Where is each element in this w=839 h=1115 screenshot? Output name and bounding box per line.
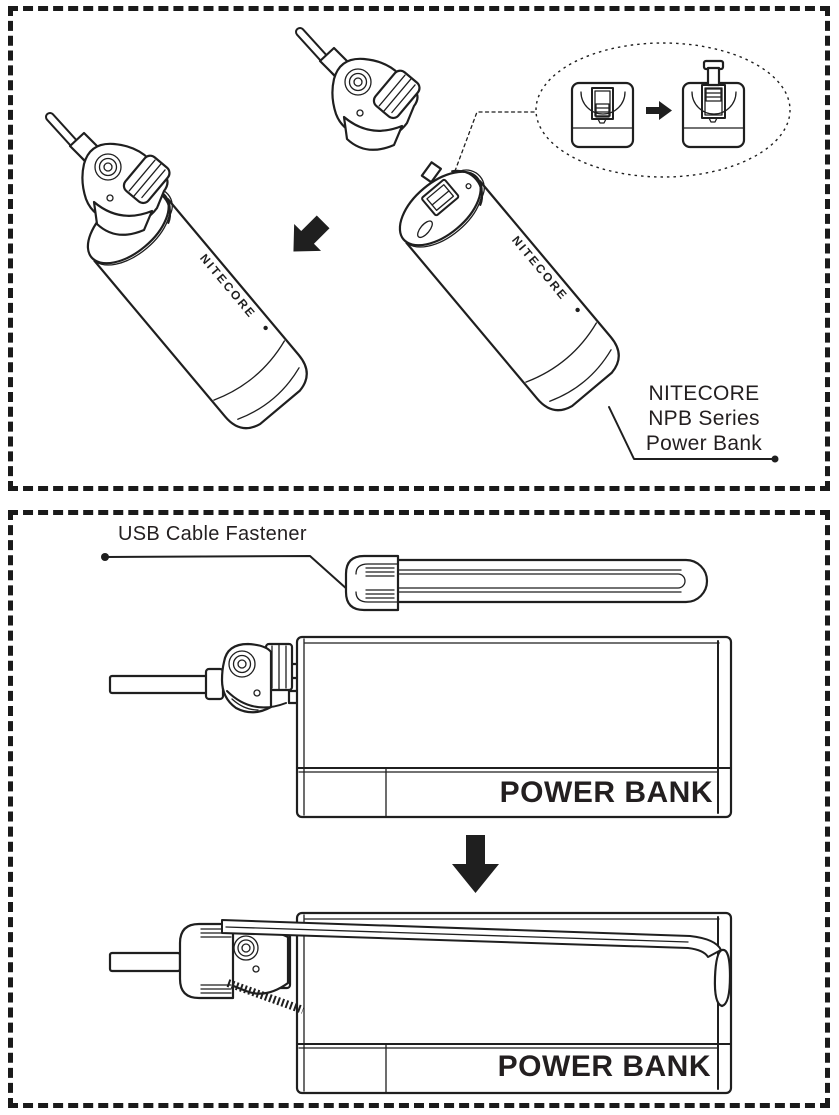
panel-top-border — [8, 6, 830, 491]
callout-line: NPB Series — [648, 407, 760, 430]
arrow-right-icon — [646, 101, 672, 120]
fastener-callout-leader — [101, 553, 349, 591]
callout-line: Power Bank — [645, 432, 763, 455]
fastener-strap-hatched — [226, 979, 305, 1014]
fastener-clip-wrapped — [178, 922, 235, 1000]
usb-plug-detached — [300, 32, 422, 150]
power-bank-label-step2: POWER BANK — [497, 1050, 711, 1083]
device-callout-leader — [608, 406, 779, 463]
arrow-down-left-icon — [293, 215, 330, 252]
usb-cable — [108, 951, 182, 973]
fastener-tab-icon — [420, 161, 443, 184]
port-detail-callout — [535, 42, 791, 178]
port-detail-stowed — [570, 81, 635, 149]
usb-cable — [108, 674, 210, 695]
usb-a-port-icon — [421, 178, 460, 217]
detail-leader-line — [454, 111, 539, 172]
usb-c-port-icon — [417, 220, 433, 239]
port-detail-raised — [681, 59, 746, 149]
usb-cable-fastener — [344, 554, 709, 612]
arrow-down-icon — [452, 835, 499, 893]
fastener-callout-label: USB Cable Fastener — [118, 523, 307, 545]
device-callout-label: NITECORE NPB Series Power Bank — [594, 381, 814, 456]
panel-bottom-border — [8, 510, 830, 1108]
power-bank-side-step1 — [108, 635, 733, 819]
power-bank-side-step2 — [108, 911, 733, 1095]
callout-line: NITECORE — [648, 382, 760, 405]
fastener-strap-stretched — [221, 919, 732, 1008]
usb-plug-side — [220, 642, 294, 714]
power-bank-label-step1: POWER BANK — [499, 776, 713, 809]
power-bank-cylinder-connected: NITECORE — [50, 117, 321, 440]
